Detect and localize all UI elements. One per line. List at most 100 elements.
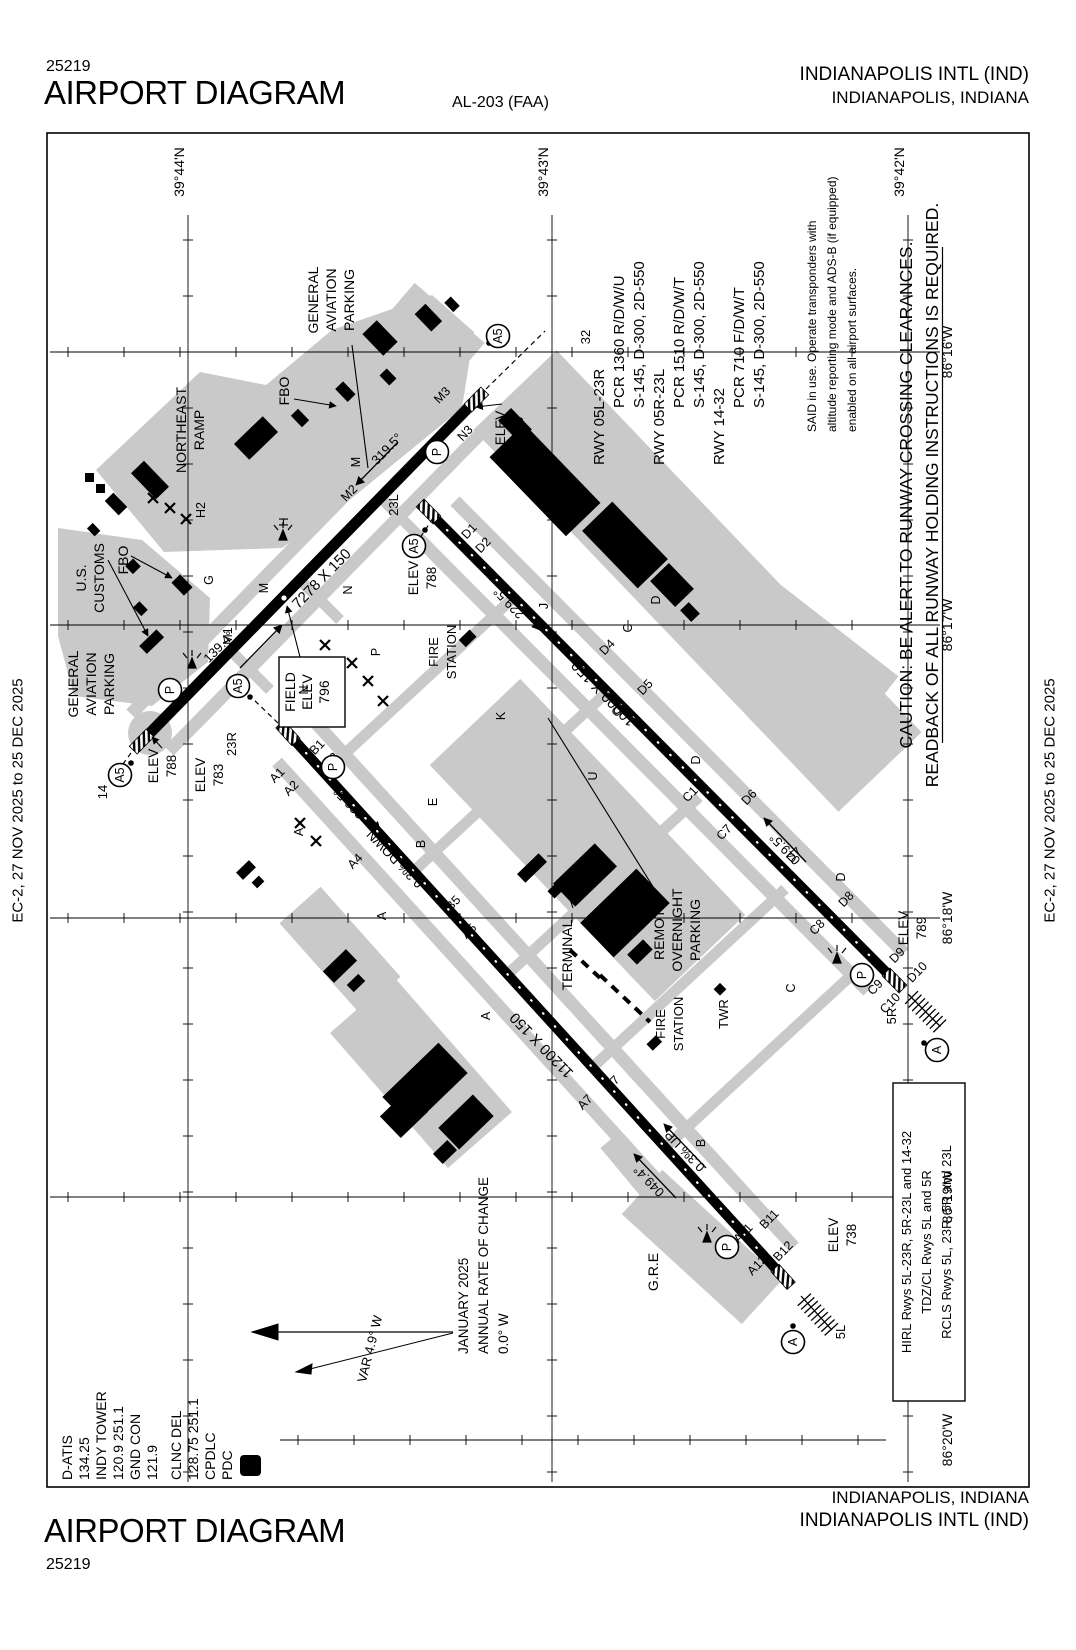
circle-symbol <box>401 533 427 559</box>
page-title-bottom: AIRPORT DIAGRAM <box>44 1512 346 1549</box>
closed-x-mark <box>294 817 306 829</box>
taxiway_label: U <box>586 771 600 780</box>
place_label: RAMP <box>191 410 207 450</box>
elev_label: ELEV <box>896 911 911 946</box>
closed-x-mark <box>180 513 192 525</box>
service-road-dashes <box>568 948 652 1024</box>
page-title: AIRPORT DIAGRAM <box>44 74 346 111</box>
threshold_label: 32 <box>578 330 593 344</box>
elev_label: 788 <box>164 755 179 778</box>
taxiway_label: M <box>349 457 363 467</box>
chart-border <box>46 132 1030 1488</box>
place_label: GENERAL <box>305 266 321 333</box>
line: PCR 1510 R/D/W/T <box>671 277 688 408</box>
line: S-145, D-300, 2D-550 <box>631 261 648 408</box>
circle-symbol-letter: P <box>430 448 444 456</box>
line: 0.0° W <box>496 1313 511 1354</box>
chart-code-bottom: 25219 <box>46 1556 91 1573</box>
taxiway_label: H <box>277 517 291 526</box>
circle-symbol-letter: P <box>163 686 177 694</box>
line: GND CON <box>127 1414 143 1480</box>
closed-x-mark <box>377 695 389 707</box>
circle-symbol <box>849 962 875 988</box>
place_label: TWR <box>716 999 731 1029</box>
airport-name-top: INDIANAPOLIS INTL (IND) <box>799 64 1029 85</box>
approach-light-ladders <box>797 990 947 1336</box>
threshold_label: 5R <box>884 1008 899 1025</box>
light-beacon-symbols <box>182 522 847 1243</box>
place_label: REMOTE <box>651 900 667 960</box>
taxiway_label: A <box>292 827 306 836</box>
closed-x-mark <box>310 835 322 847</box>
airport-city-bottom: INDIANAPOLIS, INDIANA <box>831 1488 1029 1507</box>
runway_text: 229.5° <box>330 784 367 822</box>
circle-symbol-letter: P <box>720 1243 734 1251</box>
closed-x-mark <box>319 639 331 651</box>
circle-symbol-letter: P <box>326 763 340 771</box>
taxiway_label: E <box>426 798 440 806</box>
line: RWY 05R-23L <box>651 369 668 465</box>
line: S-145, D-300, 2D-550 <box>751 261 768 408</box>
line: SAID in use. Operate transponders with <box>805 221 819 432</box>
taxiway_label: D <box>834 872 848 881</box>
taxiway_label: N <box>297 685 311 694</box>
place_label: FIRE <box>653 1009 668 1039</box>
line: ELEV <box>299 673 315 709</box>
lat_label: 39°43'N <box>535 147 551 197</box>
taxiway_label: K <box>494 711 508 720</box>
place_label: FBO <box>115 546 131 575</box>
elev_label: ELEV <box>826 1218 841 1253</box>
line: PCR 710 F/D/W/T <box>731 287 748 408</box>
taxiway_label: D <box>649 595 663 604</box>
lon_label: 86°20'W <box>939 1413 955 1466</box>
taxiway_label: C10 <box>877 990 903 1016</box>
line: JANUARY 2025 <box>456 1258 471 1354</box>
datalink-symbol: D <box>242 1460 259 1471</box>
elev_label: ELEV <box>493 411 508 446</box>
circle-symbol <box>924 1037 950 1063</box>
elev_label: ELEV <box>193 758 208 793</box>
elev_label: 783 <box>511 417 526 440</box>
elev_label: 783 <box>211 764 226 787</box>
line: CAUTION: BE ALERT TO RUNWAY CROSSING CLE… <box>896 242 916 749</box>
lon_label: 86°18'W <box>939 891 955 944</box>
line: INDY TOWER <box>93 1391 109 1480</box>
runway-5r-23l <box>433 516 890 976</box>
line: FIELD <box>282 672 298 712</box>
place_label: OVERNIGHT <box>669 888 685 972</box>
magvar-arrow <box>250 1323 454 1375</box>
place_label: FBO <box>276 377 292 406</box>
place_label: FIRE <box>426 637 441 667</box>
place_label: G.R.E <box>645 1253 661 1291</box>
line: PDC <box>219 1450 235 1480</box>
line: CPDLC <box>202 1433 218 1480</box>
circle-symbol-letter: A5 <box>113 767 127 782</box>
leader-lines <box>107 344 661 909</box>
taxiway_label: J <box>537 603 551 609</box>
line: 120.9 251.1 <box>110 1406 126 1480</box>
taxiway_label: N <box>341 585 355 594</box>
taxiway_label: M <box>257 583 271 593</box>
threshold_label: 14 <box>95 785 110 799</box>
place_label: NORTHEAST <box>173 387 189 474</box>
field-elev-point <box>281 595 287 601</box>
line: enabled on all airport surfaces. <box>845 268 859 432</box>
runway-14-32 <box>146 404 472 737</box>
line: D-ATIS <box>59 1435 75 1480</box>
circle-symbol-letter: A5 <box>407 538 421 553</box>
circle-symbol <box>320 754 346 780</box>
field-elevation-box <box>278 656 346 728</box>
buildings <box>85 296 727 1164</box>
lat_label: 39°42'N <box>891 147 907 197</box>
lat_label: 39°44'N <box>171 147 187 197</box>
apron-taxiway-pavement <box>58 282 922 1325</box>
line: PCR 1360 R/D/W/U <box>611 275 628 408</box>
place_label: U.S. <box>73 564 89 591</box>
taxiway_label: P <box>369 648 383 656</box>
taxiway_label: M1 <box>221 627 235 644</box>
circle-symbol <box>714 1234 740 1260</box>
elev_label: 738 <box>844 1224 859 1247</box>
